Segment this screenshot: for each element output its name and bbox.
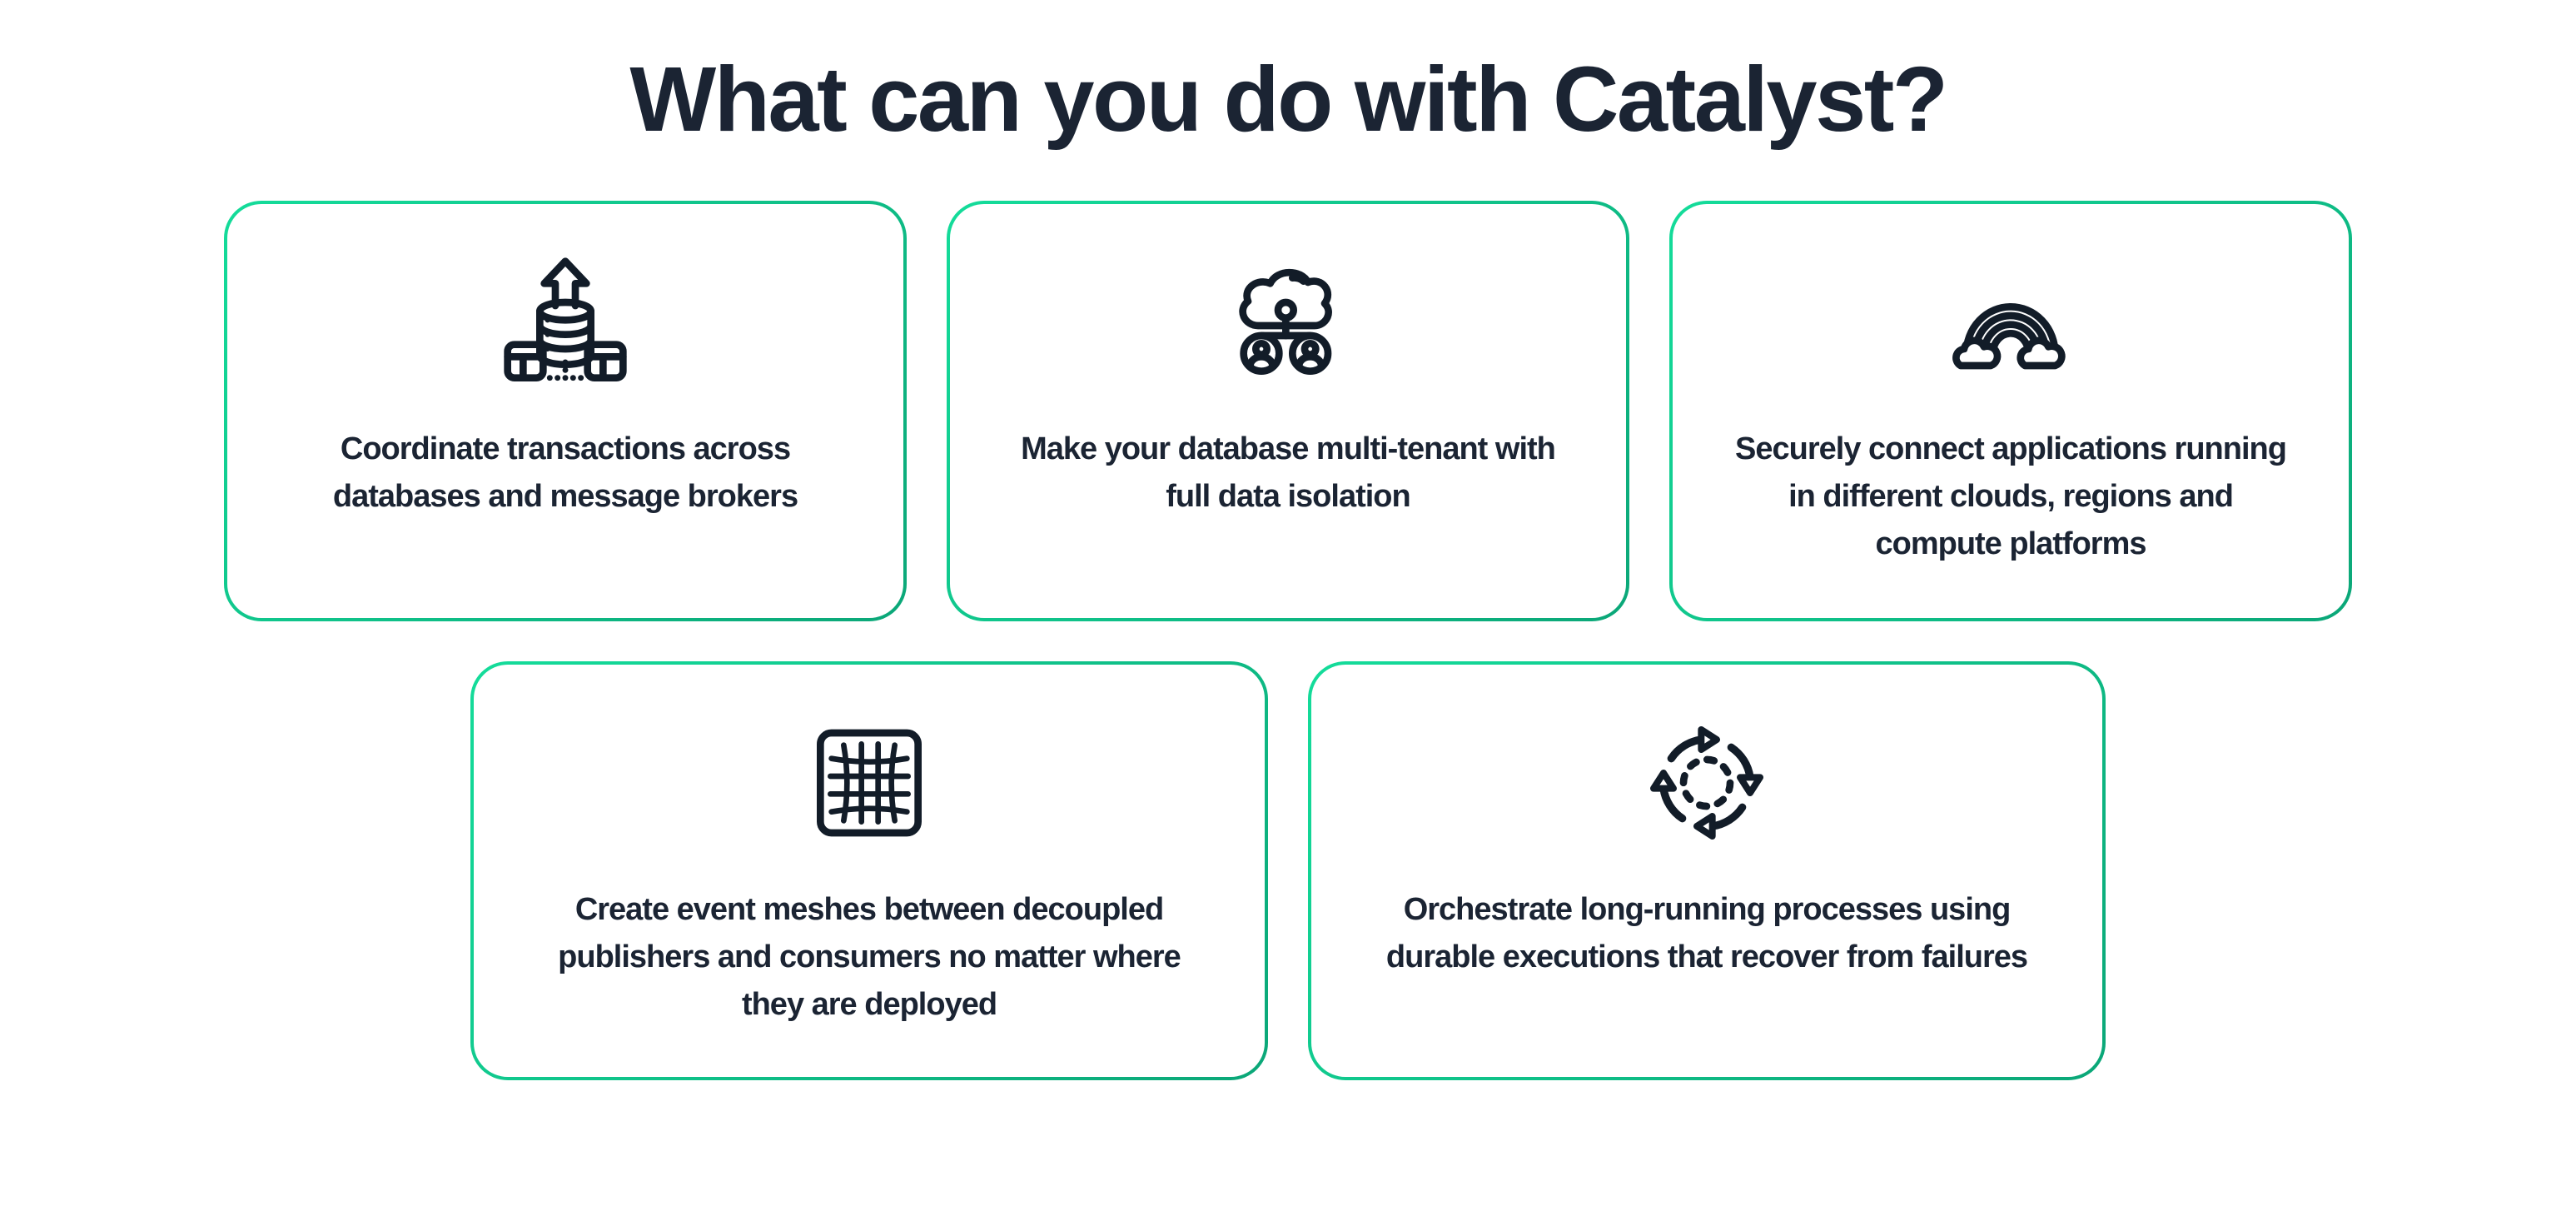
feature-text-line: in different clouds, regions and	[1788, 479, 2234, 514]
feature-text-line: full data isolation	[1166, 479, 1410, 514]
card-body: Securely connect applications running in…	[1673, 204, 2349, 618]
cloud-multi-tenant-icon	[1239, 268, 1332, 375]
feature-text-line: they are deployed	[741, 987, 997, 1022]
feature-text-line: Make your database multi-tenant with	[1021, 431, 1556, 466]
rainbow-clouds-icon	[1952, 303, 2066, 370]
catalyst-features-section: What can you do with Catalyst?	[0, 47, 2576, 1080]
feature-card-multi-tenant: Make your database multi-tenant with ful…	[947, 201, 1629, 621]
event-mesh-grid-icon	[817, 729, 922, 837]
feature-card-text: Make your database multi-tenant with ful…	[1021, 426, 1556, 521]
feature-card-coordinate-transactions: Coordinate transactions across databases…	[224, 201, 907, 621]
card-body: Orchestrate long-running processes using…	[1311, 665, 2102, 1077]
feature-text-line: durable executions that recover from fai…	[1385, 939, 2028, 974]
card-body: Make your database multi-tenant with ful…	[950, 204, 1626, 618]
feature-text-line: Create event meshes between decoupled	[574, 892, 1164, 927]
feature-card-securely-connect: Securely connect applications running in…	[1669, 201, 2352, 621]
feature-text-line: publishers and consumers no matter where	[558, 939, 1181, 974]
card-body: Coordinate transactions across databases…	[227, 204, 903, 618]
database-transactions-icon	[504, 257, 627, 381]
card-body: Create event meshes between decoupled pu…	[474, 665, 1265, 1077]
feature-text-line: compute platforms	[1875, 526, 2146, 561]
features-row-bottom: Create event meshes between decoupled pu…	[0, 661, 2576, 1080]
feature-card-text: Create event meshes between decoupled pu…	[558, 886, 1181, 1029]
cycle-arrows-icon	[1640, 716, 1773, 850]
feature-card-durable-executions: Orchestrate long-running processes using…	[1308, 661, 2106, 1080]
feature-text-line: Orchestrate long-running processes using	[1403, 892, 2012, 927]
feature-text-line: Securely connect applications running	[1735, 431, 2287, 466]
feature-card-text: Securely connect applications running in…	[1735, 426, 2287, 568]
feature-text-line: databases and message brokers	[332, 479, 798, 514]
features-row-top: Coordinate transactions across databases…	[0, 201, 2576, 621]
feature-text-line: Coordinate transactions across	[340, 431, 791, 466]
feature-card-text: Orchestrate long-running processes using…	[1385, 886, 2028, 981]
feature-card-text: Coordinate transactions across databases…	[333, 426, 798, 521]
page-title: What can you do with Catalyst?	[629, 48, 1948, 151]
feature-card-event-meshes: Create event meshes between decoupled pu…	[470, 661, 1268, 1080]
